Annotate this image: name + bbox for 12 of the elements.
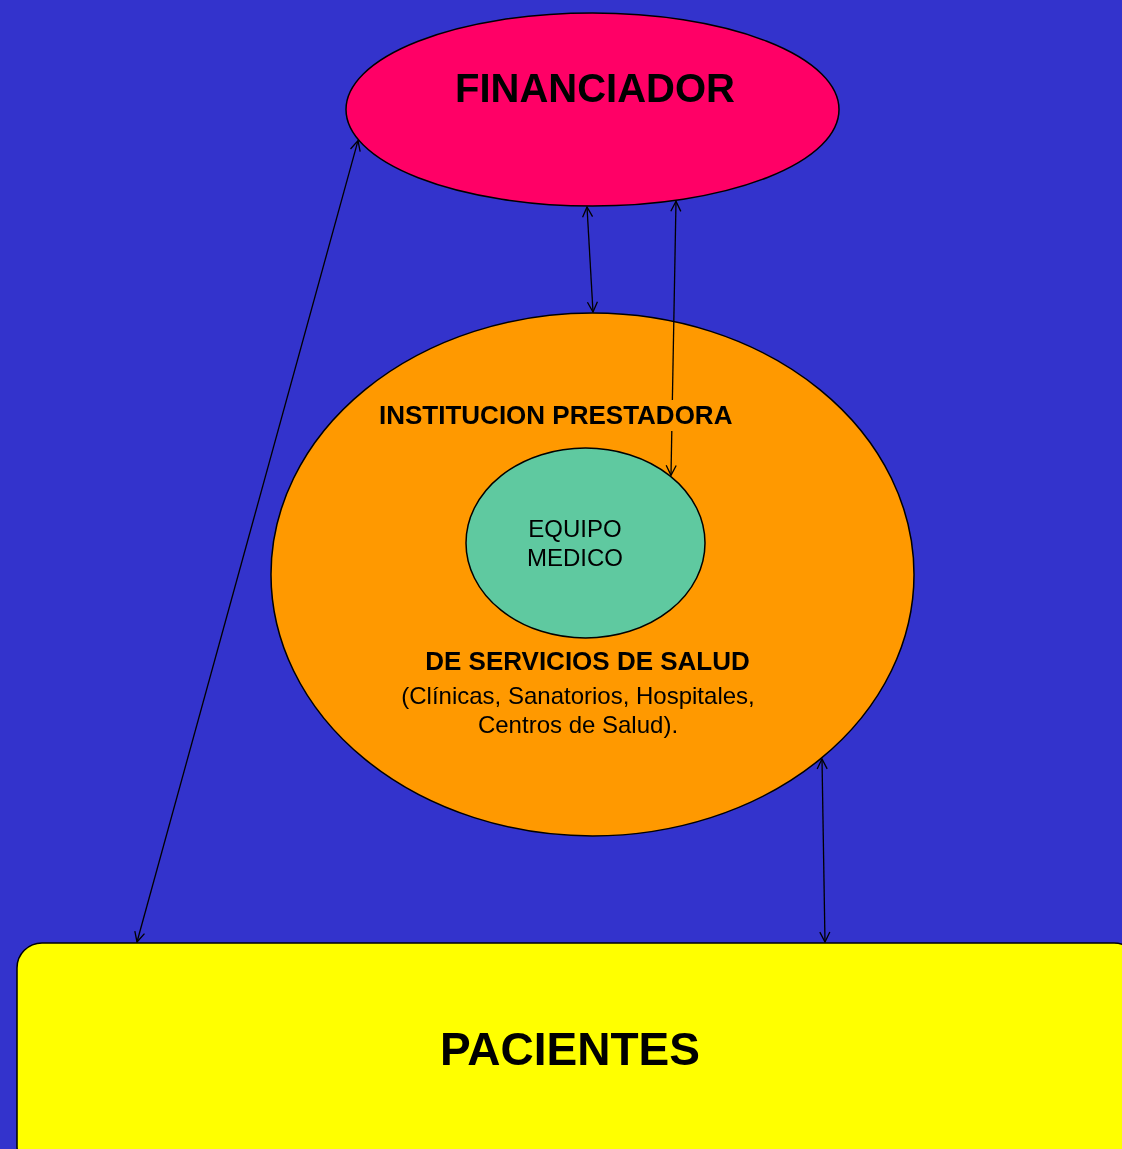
double-arrow xyxy=(816,758,831,943)
double-arrow xyxy=(134,140,361,943)
node-title: PACIENTES xyxy=(439,1022,701,1077)
node-text: (Clínicas, Sanatorios, Hospitales, Centros de Salud). xyxy=(400,682,756,740)
node-title: FINANCIADOR xyxy=(454,65,736,112)
double-arrow xyxy=(581,206,599,313)
patients-box xyxy=(16,942,1122,1149)
double-arrow xyxy=(665,200,682,476)
node-text: DE SERVICIOS DE SALUD xyxy=(424,646,751,678)
node-title: EQUIPO MEDICO xyxy=(526,515,624,573)
financier-ellipse xyxy=(345,12,840,207)
medical-team-ellipse xyxy=(465,447,706,639)
